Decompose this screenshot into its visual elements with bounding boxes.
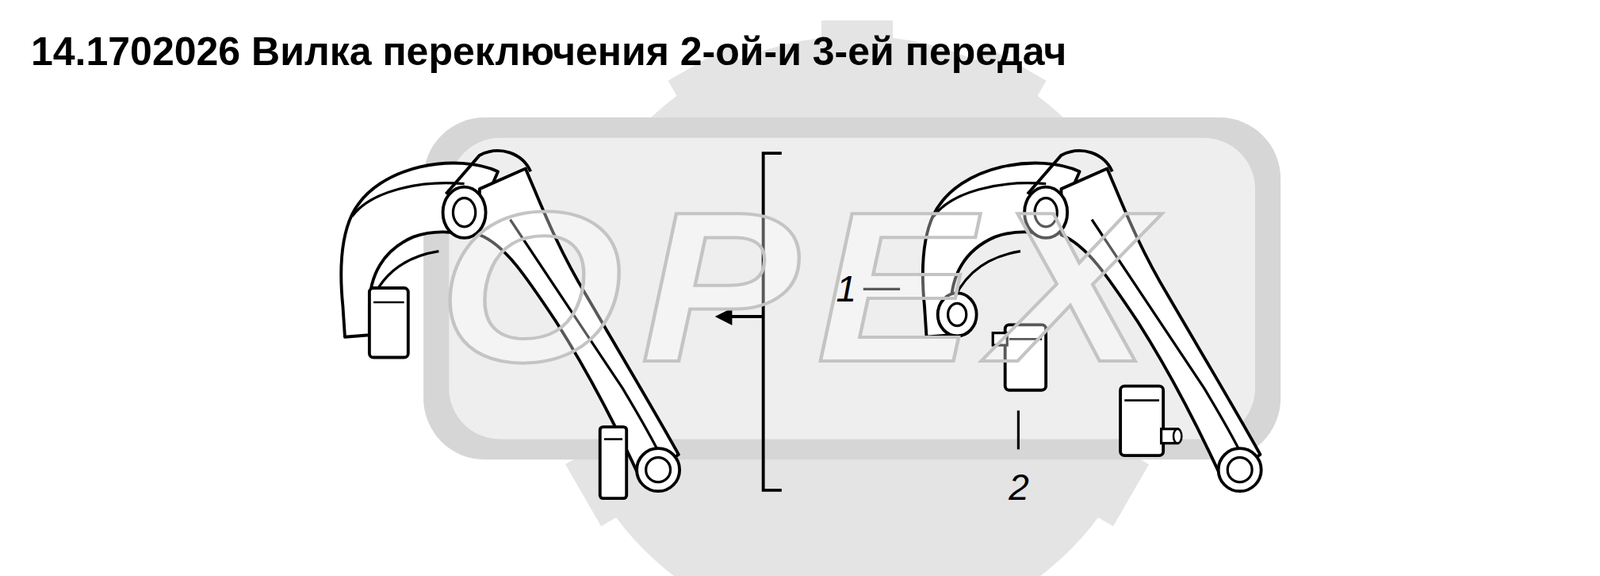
title: 14.1702026 Вилка переключения 2-ой-и 3-е… [30,30,1067,74]
watermark: OPEX [438,179,1168,395]
callout-number: 2 [1008,468,1030,506]
callout-number: 1 [835,270,857,307]
logo-gear [423,20,1281,576]
